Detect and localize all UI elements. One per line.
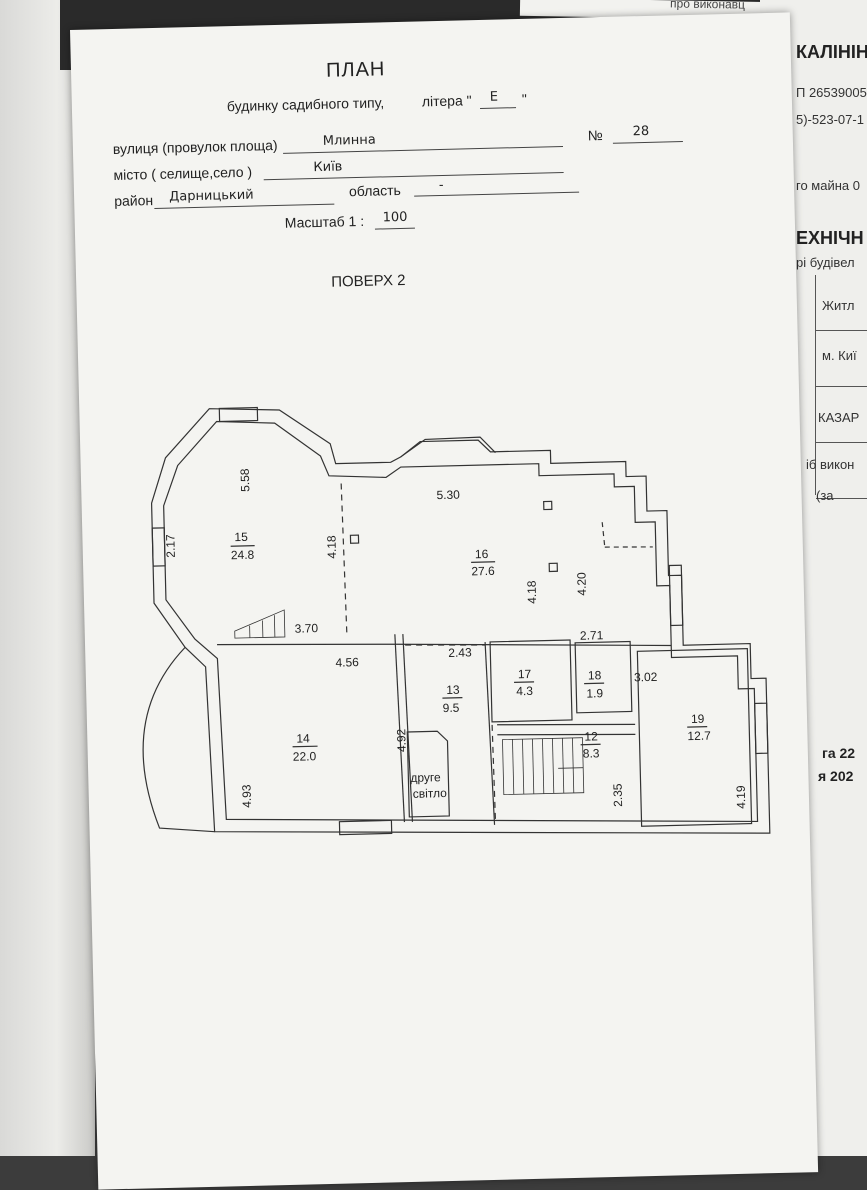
bay-window — [400, 437, 495, 457]
back-line-1: КАЛІНІН — [796, 42, 867, 63]
back-line-12: га 22 — [822, 745, 855, 761]
room-15-number: 15 — [234, 530, 248, 544]
second-light-line1: друге — [410, 770, 441, 785]
room-14-number: 14 — [296, 731, 310, 745]
dashed-divider-4 — [602, 522, 605, 547]
dim-3-02: 3.02 — [634, 670, 658, 685]
dashed-divider-5 — [605, 546, 653, 548]
dim-5-30: 5.30 — [436, 488, 460, 503]
room-12-number: 12 — [584, 729, 598, 743]
room-16-number: 16 — [475, 547, 489, 561]
room-18-walls — [575, 641, 632, 712]
dashed-divider-1 — [341, 483, 347, 633]
floor-plan-drawing: 15 24.8 16 27.6 14 22.0 13 9.5 17 4.3 18… — [70, 12, 814, 1029]
second-light-line2: світло — [413, 786, 448, 801]
dim-2-43: 2.43 — [448, 645, 472, 660]
window-right16 — [669, 565, 682, 625]
room-16-area: 27.6 — [471, 564, 495, 579]
column-3 — [549, 563, 557, 571]
wall-15-14 — [217, 640, 395, 648]
back-line-9: КАЗАР — [818, 410, 859, 425]
dim-2-71: 2.71 — [580, 628, 604, 643]
wall-12-bottom — [497, 731, 635, 737]
back-line-5: ЕХНІЧН — [796, 228, 864, 249]
back-line-11: (за — [816, 488, 834, 503]
room-17-number: 17 — [518, 667, 532, 681]
dim-5-58: 5.58 — [238, 468, 253, 492]
back-line-7: Житл — [822, 298, 855, 313]
wall-14-13 — [395, 634, 405, 822]
back-line-10: іб викон — [806, 457, 854, 472]
room-15-area: 24.8 — [231, 548, 255, 563]
exterior-arc — [141, 647, 215, 834]
stairs-12 — [502, 738, 583, 795]
window-room19 — [755, 703, 768, 753]
dim-4-18-b: 4.18 — [525, 580, 540, 604]
plan-document-page: ПЛАН будинку садибного типу, літера " Е … — [70, 12, 818, 1189]
back-line-13: я 202 — [818, 768, 853, 784]
wall-13-right — [485, 642, 494, 825]
column-1 — [350, 535, 358, 543]
dim-4-92: 4.92 — [394, 728, 409, 752]
back-line-4: го майна 0 — [796, 178, 860, 193]
column-2 — [544, 501, 552, 509]
back-line-6: рі будівел — [796, 255, 855, 270]
back-line-8: м. Киї — [822, 348, 857, 363]
room-13-number: 13 — [446, 683, 460, 697]
room-18-area: 1.9 — [586, 686, 603, 700]
dim-2-35: 2.35 — [611, 783, 626, 807]
dim-4-18-a: 4.18 — [324, 535, 339, 559]
top-strip-text: про виконавц — [670, 0, 745, 12]
room-14-area: 22.0 — [293, 749, 317, 764]
room-19-area: 12.7 — [687, 729, 711, 744]
dim-4-19: 4.19 — [734, 785, 749, 809]
room-13-area: 9.5 — [443, 701, 460, 715]
dim-4-56: 4.56 — [335, 655, 359, 670]
room-19-number: 19 — [691, 712, 705, 726]
wall-14-13b — [403, 634, 413, 822]
room-17-area: 4.3 — [516, 684, 533, 698]
room-18-number: 18 — [588, 668, 602, 682]
room-12-area: 8.3 — [583, 746, 600, 760]
back-line-2: П 26539005 — [796, 85, 867, 100]
dim-3-70: 3.70 — [295, 621, 319, 636]
dim-4-20: 4.20 — [574, 572, 589, 596]
dim-4-93: 4.93 — [239, 784, 254, 808]
wall-12-top — [497, 721, 635, 727]
back-line-3: 5)-523-07-1 — [796, 112, 864, 127]
stairs-15 — [234, 610, 285, 638]
dim-2-17: 2.17 — [163, 534, 178, 558]
outer-wall — [149, 395, 770, 848]
